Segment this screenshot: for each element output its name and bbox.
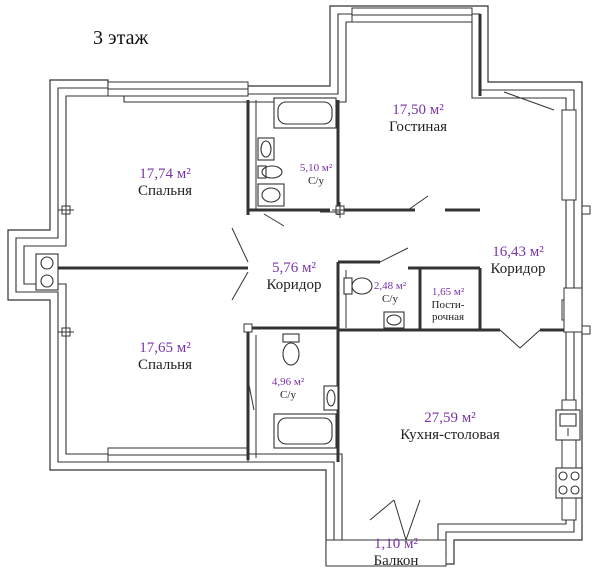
room-bath-top: 5,10 м² С/у: [290, 162, 342, 187]
room-laundry: 1,65 м² Пости- рочная: [424, 286, 472, 324]
room-area: 4,96 м²: [271, 376, 305, 388]
exterior-walls: [7, 5, 583, 565]
toilet-small: [343, 277, 373, 295]
kitchen-sink: [555, 409, 581, 441]
room-balcony: 1,10 м² Балкон: [356, 536, 436, 571]
room-area: 2,48 м²: [373, 280, 407, 292]
room-name: Коридор: [490, 261, 546, 278]
room-area: 1,10 м²: [374, 536, 418, 552]
bathtub-top: [273, 97, 337, 129]
room-bedroom-top: 17,74 м² Спальня: [128, 166, 202, 201]
sink-bottom: [323, 385, 339, 411]
room-name: Спальня: [137, 357, 193, 374]
room-area: 5,10 м²: [299, 162, 333, 174]
toilet-bottom: [282, 333, 300, 366]
room-area: 17,74 м²: [139, 166, 191, 182]
room-name: Спальня: [137, 183, 193, 200]
sink-small: [383, 311, 405, 329]
kitchen-stove: [555, 467, 583, 499]
room-name: С/у: [280, 388, 296, 401]
room-area: 16,43 м²: [492, 244, 544, 260]
vent-shafts: [35, 253, 59, 291]
room-area: 27,59 м²: [424, 410, 476, 426]
room-wc-small: 2,48 м² С/у: [368, 280, 412, 305]
room-corridor-mid: 5,76 м² Коридор: [256, 260, 332, 295]
doors: [231, 91, 555, 541]
room-area: 1,65 м²: [431, 286, 465, 298]
room-corridor-right: 16,43 м² Коридор: [480, 244, 556, 279]
room-name: Коридор: [266, 277, 322, 294]
room-name: Гостиная: [388, 119, 448, 136]
column-markers: [58, 202, 591, 340]
room-bath-bottom: 4,96 м² С/у: [262, 376, 314, 401]
bathtub-bottom: [273, 413, 337, 449]
floor-title: 3 этаж: [93, 27, 149, 49]
room-name-line1: Пости-: [431, 298, 465, 311]
room-living: 17,50 м² Гостиная: [380, 102, 456, 137]
toilet-top: [257, 165, 285, 207]
room-area: 17,65 м²: [139, 340, 191, 356]
room-name-line2: рочная: [431, 311, 465, 324]
room-name: Кухня-столовая: [400, 427, 500, 444]
room-name: С/у: [308, 174, 324, 187]
room-bedroom-bottom: 17,65 м² Спальня: [128, 340, 202, 375]
windows: [107, 7, 577, 521]
room-name: С/у: [382, 292, 398, 305]
room-name: Балкон: [373, 553, 419, 570]
room-area: 17,50 м²: [392, 102, 444, 118]
room-kitchen: 27,59 м² Кухня-столовая: [390, 410, 510, 445]
room-area: 5,76 м²: [272, 260, 316, 276]
sink-top: [257, 137, 275, 161]
